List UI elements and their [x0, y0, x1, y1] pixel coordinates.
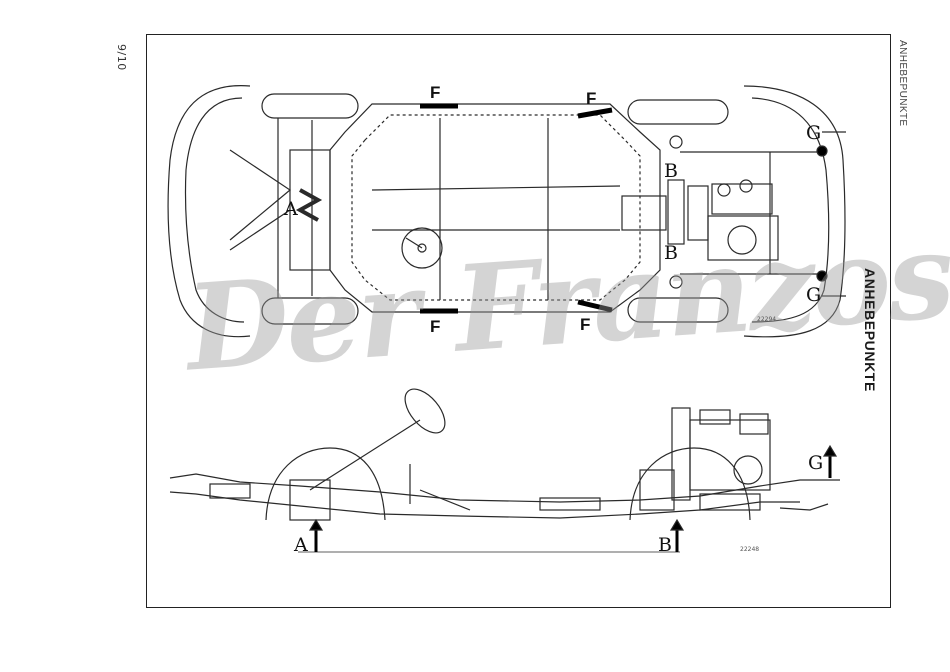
label-f-top-left: F	[430, 84, 440, 101]
figure-title: ANHEBEPUNKTE	[862, 268, 878, 392]
label-b-upper: B	[664, 162, 678, 181]
label-f-top-right: F	[586, 90, 596, 107]
label-g-upper: G	[806, 124, 821, 143]
side-view-figure-number: 22248	[740, 546, 759, 553]
top-view-figure-number: 22294	[757, 316, 776, 323]
label-g-side: G	[808, 454, 823, 473]
label-a-side: A	[294, 536, 308, 555]
label-f-bottom-right: F	[580, 316, 590, 333]
label-a-top: A	[284, 200, 298, 219]
label-g-lower: G	[806, 286, 821, 305]
label-f-bottom-left: F	[430, 318, 440, 335]
label-b-side: B	[658, 536, 672, 555]
label-b-lower: B	[664, 244, 678, 263]
